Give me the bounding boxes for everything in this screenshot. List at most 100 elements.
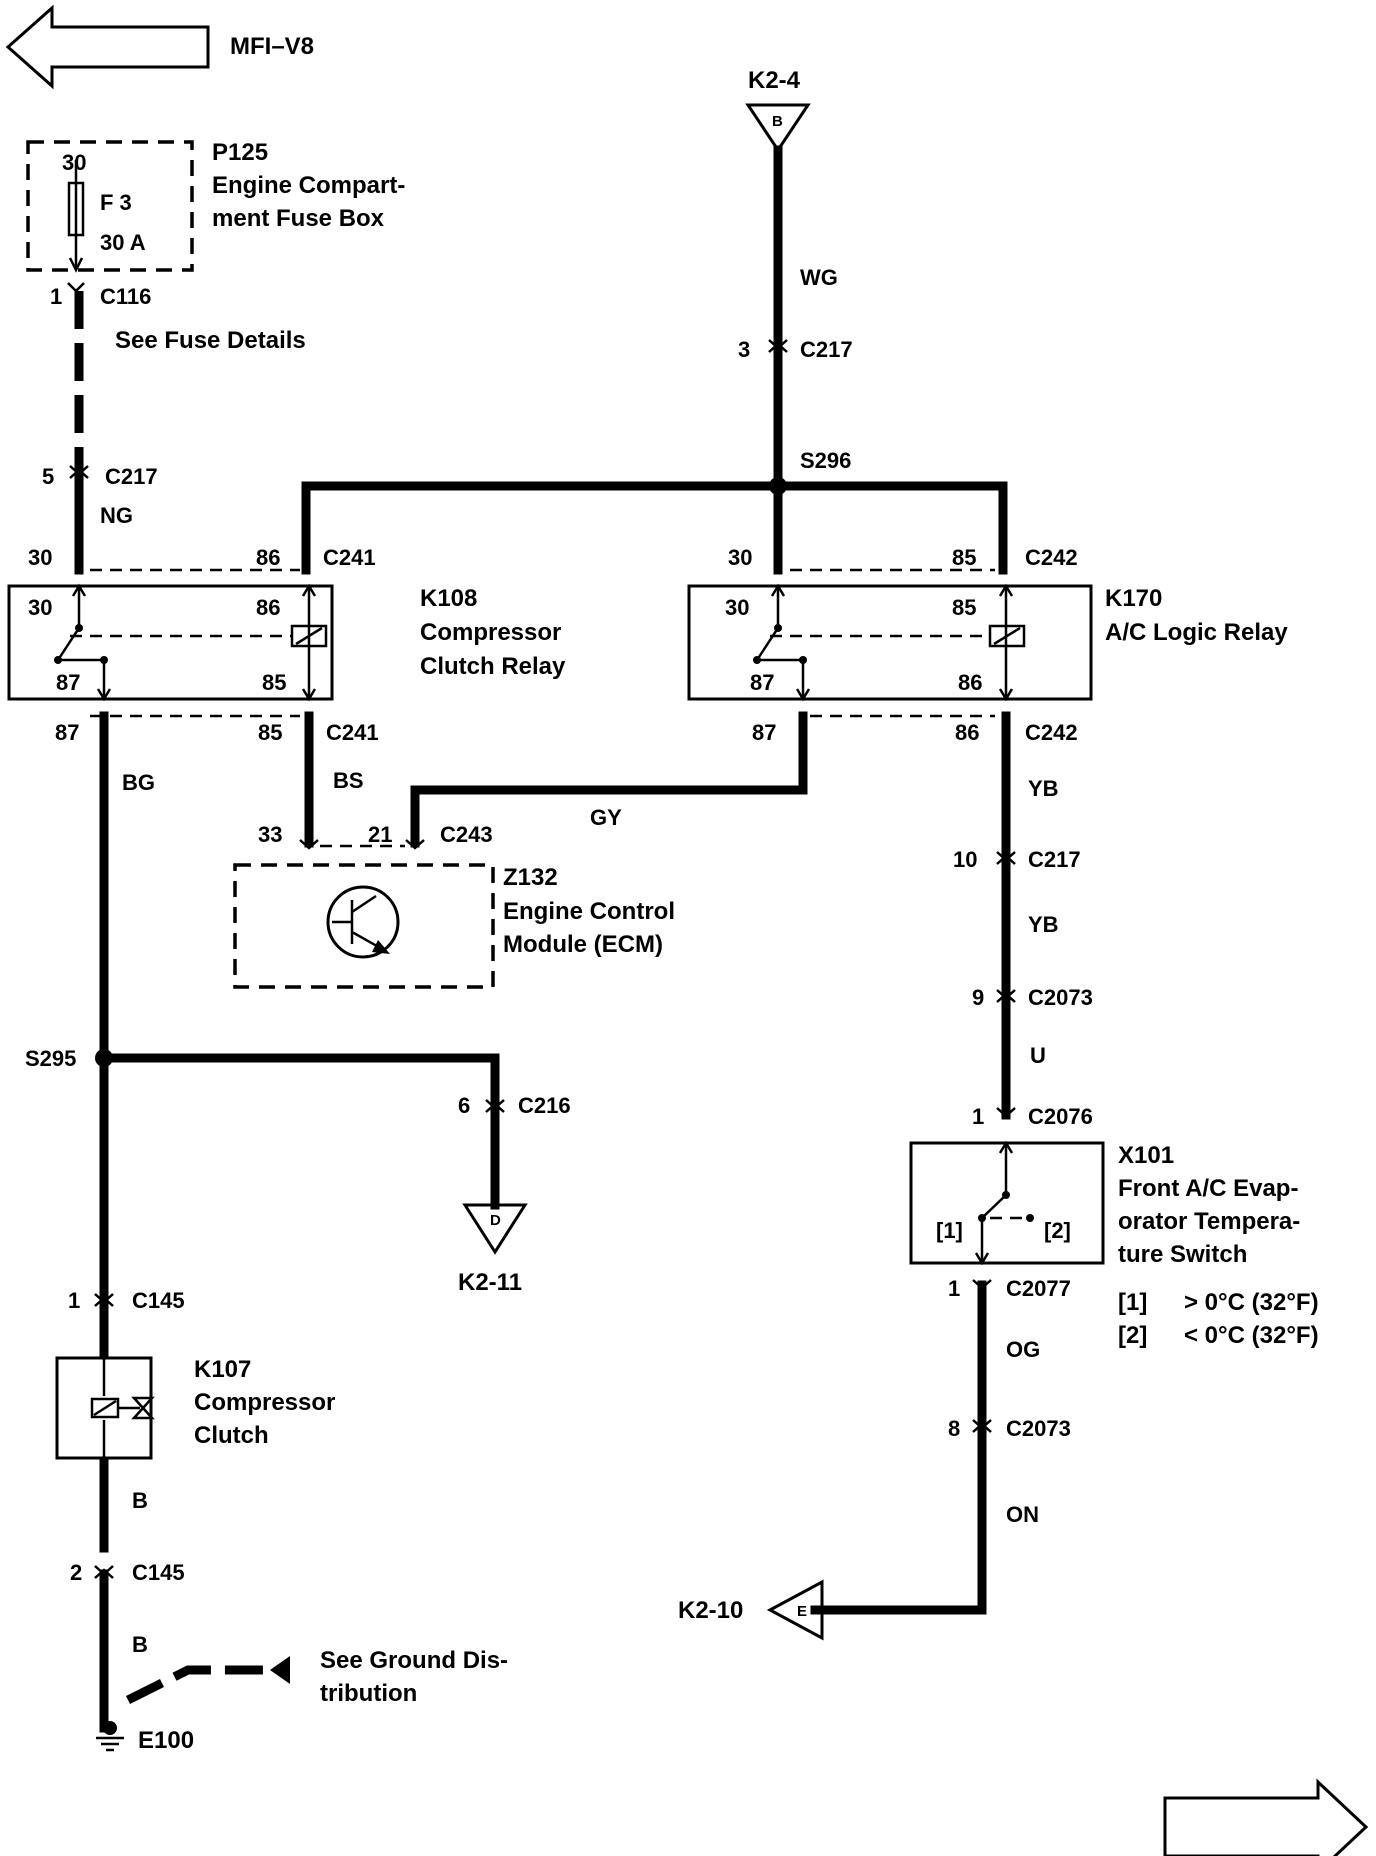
left-feed-pin: 5 [42,464,54,489]
prev-page-arrow[interactable] [5,4,210,90]
k108-bot-pin-left: 87 [55,720,79,745]
k2-11-ref: K2-11 [458,1269,522,1296]
c2073-connector: C2073 [1006,1416,1071,1441]
gy-wire-color: GY [590,805,622,830]
ecm-z132 [233,863,495,989]
k108-id: K108 [420,585,477,612]
switch-pos-2: [2] [1044,1218,1071,1243]
top-feed-wire-color: WG [800,265,838,290]
ground-note-1: See Ground Dis- [320,1647,508,1674]
c2077-connector: C2077 [1006,1276,1071,1301]
k108-bot-connector: C241 [326,720,379,745]
fuse-rating: 30 A [100,230,146,255]
prev-page-label: MFI–V8 [230,33,314,60]
k2-4-letter: B [772,113,783,130]
fuse-details-note: See Fuse Details [115,327,306,354]
s296-label: S296 [800,448,851,473]
switch-wire-out: OG [1006,1337,1040,1362]
ecm-pin-left: 33 [258,822,282,847]
k170-in-86: 86 [958,670,982,695]
fuse-box-p125 [26,140,194,273]
evap-temp-switch-x101 [909,1140,1105,1266]
right-conn-1: C217 [1028,847,1081,872]
left-feed-connector: C217 [105,464,158,489]
k108-top-pin-right: 86 [256,545,280,570]
k170-bot-connector: C242 [1025,720,1078,745]
k107-name-2: Clutch [194,1422,269,1449]
k108-in-86: 86 [256,595,280,620]
k2-4-ref: K2-4 [748,67,801,94]
compressor-clutch-k107 [55,1356,155,1460]
ground-wire-color: B [132,1632,148,1657]
relay-k108 [7,583,334,702]
switch-wire-last: ON [1006,1502,1039,1527]
right-wire-1: YB [1028,776,1059,801]
fuse-box-name-1: Engine Compart- [212,172,405,199]
legend-1-value: > 0°C (32°F) [1184,1289,1319,1316]
k107-id: K107 [194,1356,251,1383]
c145-bot-pin: 2 [70,1560,82,1585]
k2-11-triangle[interactable] [462,1203,528,1255]
fuse-box-id: P125 [212,139,268,166]
ground-symbol [96,1721,124,1752]
right-pin-2: 9 [972,985,984,1010]
ecm-connector: C243 [440,822,493,847]
right-pin-3: 1 [972,1104,984,1129]
k170-bot-pin-left: 87 [752,720,776,745]
c216-connector: C216 [518,1093,571,1118]
k170-in-87: 87 [750,670,774,695]
ground-note-2: tribution [320,1680,417,1707]
ground-id: E100 [138,1727,194,1754]
x101-id: X101 [1118,1142,1174,1169]
legend-2-key: [2] [1118,1322,1147,1349]
k2-10-letter: E [797,1603,807,1620]
k2-10-triangle[interactable] [766,1579,824,1641]
c145-top-pin: 1 [68,1288,80,1313]
top-feed-pin: 3 [738,337,750,362]
c145-top-connector: C145 [132,1288,185,1313]
k108-in-30: 30 [28,595,52,620]
x101-name-2: orator Tempera- [1118,1208,1300,1235]
c116-connector: C116 [100,284,151,309]
k2-10-ref: K2-10 [678,1597,743,1624]
k170-in-85: 85 [952,595,976,620]
next-page-arrow[interactable] [1163,1778,1369,1856]
k107-name-1: Compressor [194,1389,335,1416]
right-wire-2: YB [1028,912,1059,937]
right-pin-1: 10 [953,847,977,872]
ecm-name-2: Module (ECM) [503,931,663,958]
legend-2-value: < 0°C (32°F) [1184,1322,1319,1349]
right-conn-3: C2076 [1028,1104,1093,1129]
switch-pos-1: [1] [936,1218,963,1243]
c2073-pin: 8 [948,1416,960,1441]
x101-name-1: Front A/C Evap- [1118,1175,1298,1202]
bg-wire-color: BG [122,770,155,795]
fuse-terminal: 30 [62,150,86,175]
right-wire-3: U [1030,1043,1046,1068]
left-feed-wire-color: NG [100,503,133,528]
legend-1-key: [1] [1118,1289,1147,1316]
k170-in-30: 30 [725,595,749,620]
k108-top-connector: C241 [323,545,376,570]
k170-top-connector: C242 [1025,545,1078,570]
relay-k170 [687,583,1093,702]
ecm-name-1: Engine Control [503,898,675,925]
k108-in-87: 87 [56,670,80,695]
k108-name-1: Compressor [420,619,561,646]
clutch-wire-below: B [132,1488,148,1513]
c216-pin: 6 [458,1093,470,1118]
k170-top-pin-right: 85 [952,545,976,570]
right-conn-2: C2073 [1028,985,1093,1010]
s295-label: S295 [25,1046,76,1071]
k170-bot-pin-right: 86 [955,720,979,745]
ecm-pin-right: 21 [368,822,392,847]
c145-bot-connector: C145 [132,1560,185,1585]
k108-bot-pin-right: 85 [258,720,282,745]
k170-top-pin-left: 30 [728,545,752,570]
k2-4-triangle[interactable] [745,103,811,153]
k108-top-pin-left: 30 [28,545,52,570]
k108-name-2: Clutch Relay [420,653,566,680]
c2077-pin: 1 [948,1276,960,1301]
fuse-box-name-2: ment Fuse Box [212,205,385,232]
